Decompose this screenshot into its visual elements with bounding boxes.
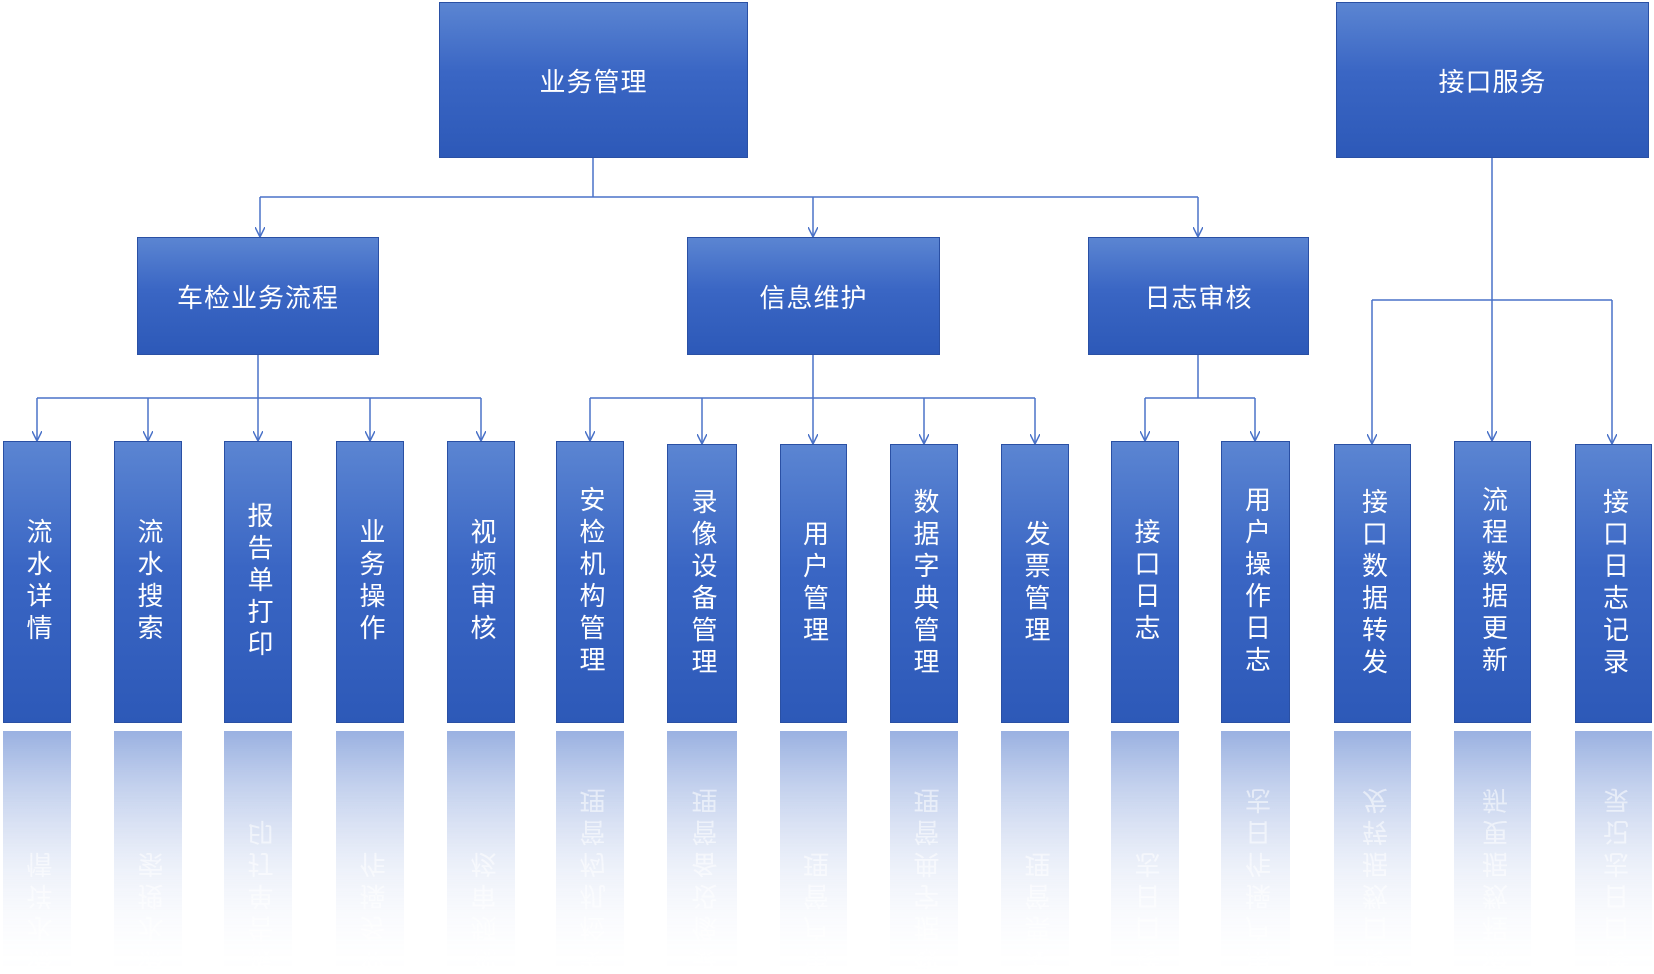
root-business-label: 业务管理 <box>539 67 648 98</box>
leaf-user-management: 用户管理 <box>780 444 847 723</box>
reflection-dictionary-management: 数据字典管理 <box>890 731 958 974</box>
leaf-interface-log: 接口日志 <box>1111 441 1179 723</box>
leaf-flow-detail: 流水详情 <box>3 441 71 723</box>
leaf-interface-log-record: 接口日志记录 <box>1575 444 1652 723</box>
leaf-video-audit: 视频审核 <box>447 441 515 723</box>
leaf-business-op-label: 业务操作 <box>355 518 385 646</box>
reflection-user-management: 用户管理 <box>780 731 847 974</box>
leaf-recorder-management: 录像设备管理 <box>667 444 737 723</box>
leaf-agency-management: 安检机构管理 <box>556 441 624 723</box>
reflection-video-audit: 视频审核 <box>447 731 515 974</box>
connector-root-to-level2 <box>260 158 1198 198</box>
leaf-user-mgmt-label: 用户管理 <box>798 519 829 648</box>
leaf-flow-search: 流水搜索 <box>114 441 182 723</box>
node-info-maint-label: 信息维护 <box>759 283 868 314</box>
connector-log-audit-bus <box>1145 355 1255 399</box>
connector-info-maint-bus <box>590 355 1035 399</box>
reflection-user-operation-log: 用户操作日志 <box>1221 731 1290 974</box>
leaf-flow-detail-label: 流水详情 <box>22 518 52 646</box>
leaf-flow-update-label: 流程数据更新 <box>1477 486 1508 678</box>
leaf-invoice-management: 发票管理 <box>1001 444 1069 723</box>
leaf-interface-data-forward: 接口数据转发 <box>1334 444 1411 723</box>
reflection-interface-log-record: 接口日志记录 <box>1575 731 1652 974</box>
leaf-data-forward-label: 接口数据转发 <box>1357 487 1388 680</box>
reflection-business-operation: 业务操作 <box>336 731 404 974</box>
connector-vehicle-flow-bus <box>37 355 481 399</box>
leaf-user-op-log-label: 用户操作日志 <box>1240 486 1271 678</box>
leaf-business-operation: 业务操作 <box>336 441 404 723</box>
reflection-flow-detail: 流水详情 <box>3 731 71 974</box>
leaf-dictionary-management: 数据字典管理 <box>890 444 958 723</box>
reflection-recorder-management: 录像设备管理 <box>667 731 737 974</box>
reflection-invoice-management: 发票管理 <box>1001 731 1069 974</box>
reflection-agency-management: 安检机构管理 <box>556 731 624 974</box>
leaf-report-print: 报告单打印 <box>224 441 292 723</box>
node-info-maintenance: 信息维护 <box>687 237 940 355</box>
reflection-flow-search: 流水搜索 <box>114 731 182 974</box>
leaf-user-operation-log: 用户操作日志 <box>1221 441 1290 723</box>
leaf-invoice-mgmt-label: 发票管理 <box>1020 519 1050 648</box>
leaf-recorder-mgmt-label: 录像设备管理 <box>687 487 717 680</box>
root-interface-service: 接口服务 <box>1336 2 1649 158</box>
reflection-report-print: 报告单打印 <box>224 731 292 974</box>
reflection-flow-data-update: 流程数据更新 <box>1454 731 1531 974</box>
leaf-agency-mgmt-label: 安检机构管理 <box>575 486 605 678</box>
node-log-audit-label: 日志审核 <box>1144 283 1253 314</box>
connector-interface-bus <box>1372 158 1612 301</box>
reflection-interface-data-forward: 接口数据转发 <box>1334 731 1411 974</box>
leaf-flow-search-label: 流水搜索 <box>133 518 163 646</box>
node-vehicle-flow-label: 车检业务流程 <box>176 283 339 314</box>
leaf-interface-log-label: 接口日志 <box>1130 518 1160 646</box>
leaf-log-record-label: 接口日志记录 <box>1598 487 1629 680</box>
node-log-audit: 日志审核 <box>1088 237 1309 355</box>
leaf-video-audit-label: 视频审核 <box>466 518 496 646</box>
reflection-interface-log: 接口日志 <box>1111 731 1179 974</box>
root-business-management: 业务管理 <box>439 2 748 158</box>
leaf-dict-mgmt-label: 数据字典管理 <box>909 487 939 680</box>
node-vehicle-inspection-flow: 车检业务流程 <box>137 237 379 355</box>
leaf-report-print-label: 报告单打印 <box>243 502 273 662</box>
root-interface-label: 接口服务 <box>1438 67 1547 98</box>
leaf-flow-data-update: 流程数据更新 <box>1454 441 1531 723</box>
